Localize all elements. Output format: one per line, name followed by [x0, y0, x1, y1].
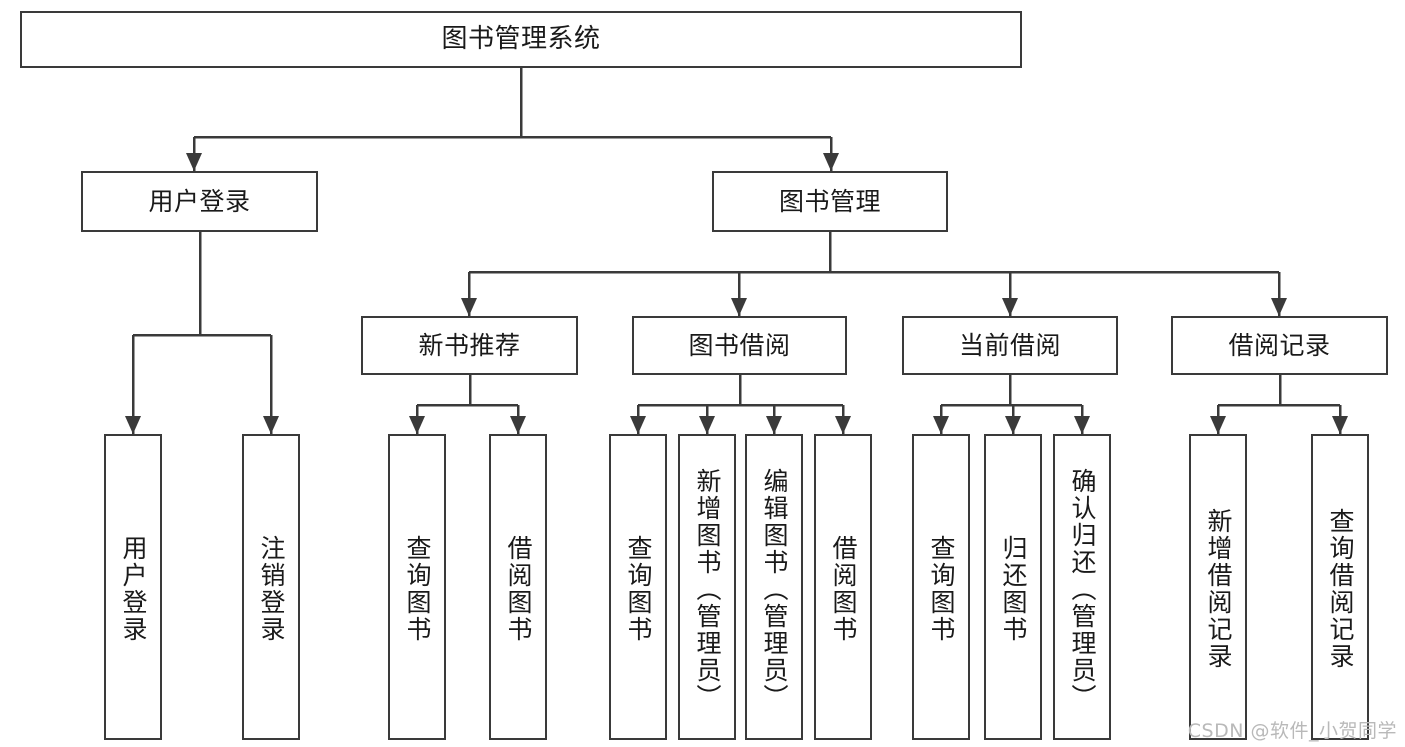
node-user-login[interactable]: 用户登录: [81, 171, 318, 232]
node-leaf-borrow-book-1[interactable]: 借阅图书: [489, 434, 547, 740]
node-leaf-borrow-book-2[interactable]: 借阅图书: [814, 434, 872, 740]
node-leaf-borrow-book-1-label: 借阅图书: [504, 535, 533, 643]
node-leaf-query-book-1-label: 查询图书: [403, 535, 432, 643]
node-leaf-return-book-label: 归还图书: [999, 535, 1028, 643]
node-leaf-add-record-label: 新增借阅记录: [1204, 508, 1233, 670]
node-leaf-add-record[interactable]: 新增借阅记录: [1189, 434, 1247, 740]
node-book-borrow[interactable]: 图书借阅: [632, 316, 847, 375]
node-leaf-user-login[interactable]: 用户登录: [104, 434, 162, 740]
csdn-watermark: CSDN @软件_小贺同学: [1187, 720, 1397, 742]
node-new-book-rec[interactable]: 新书推荐: [361, 316, 578, 375]
node-book-manage-label: 图书管理: [778, 186, 881, 216]
node-leaf-user-login-label: 用户登录: [119, 535, 148, 643]
node-leaf-edit-book-label: 编辑图书（管理员）: [760, 467, 789, 711]
node-leaf-query-book-1[interactable]: 查询图书: [388, 434, 446, 740]
node-leaf-add-book[interactable]: 新增图书（管理员）: [678, 434, 736, 740]
node-user-login-label: 用户登录: [148, 186, 251, 216]
node-root[interactable]: 图书管理系统: [20, 11, 1022, 68]
node-leaf-confirm-return[interactable]: 确认归还（管理员）: [1053, 434, 1111, 740]
node-leaf-borrow-book-2-label: 借阅图书: [829, 535, 858, 643]
node-root-label: 图书管理系统: [441, 24, 601, 55]
node-new-book-rec-label: 新书推荐: [418, 330, 521, 360]
node-current-borrow-label: 当前借阅: [958, 330, 1061, 360]
node-leaf-edit-book[interactable]: 编辑图书（管理员）: [745, 434, 803, 740]
node-borrow-record[interactable]: 借阅记录: [1171, 316, 1388, 375]
node-leaf-logout[interactable]: 注销登录: [242, 434, 300, 740]
node-leaf-add-book-label: 新增图书（管理员）: [693, 467, 722, 711]
node-leaf-confirm-return-label: 确认归还（管理员）: [1068, 467, 1097, 711]
node-book-borrow-label: 图书借阅: [688, 330, 791, 360]
node-current-borrow[interactable]: 当前借阅: [902, 316, 1118, 375]
node-leaf-query-record-label: 查询借阅记录: [1326, 508, 1355, 670]
node-leaf-query-record[interactable]: 查询借阅记录: [1311, 434, 1369, 740]
node-borrow-record-label: 借阅记录: [1228, 330, 1331, 360]
node-leaf-query-book-2-label: 查询图书: [624, 535, 653, 643]
node-leaf-query-book-2[interactable]: 查询图书: [609, 434, 667, 740]
node-leaf-query-book-3[interactable]: 查询图书: [912, 434, 970, 740]
node-leaf-return-book[interactable]: 归还图书: [984, 434, 1042, 740]
node-book-manage[interactable]: 图书管理: [712, 171, 948, 232]
node-leaf-logout-label: 注销登录: [257, 535, 286, 643]
node-leaf-query-book-3-label: 查询图书: [927, 535, 956, 643]
